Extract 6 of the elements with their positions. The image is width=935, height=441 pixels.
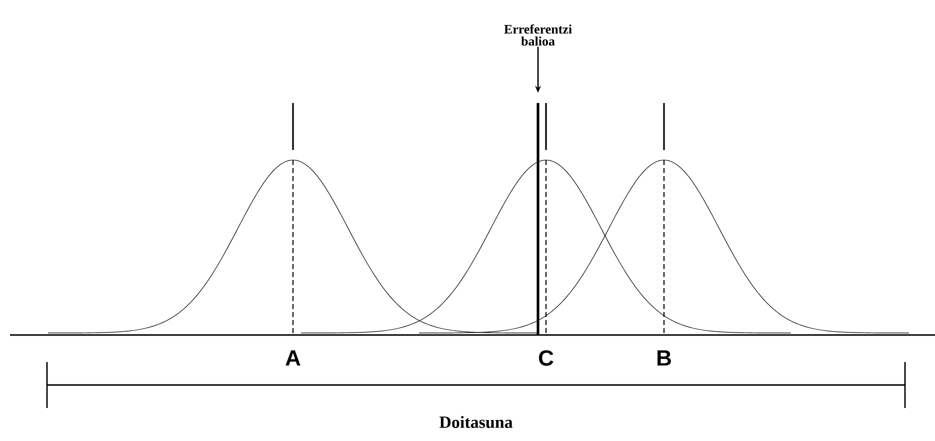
point-label: A xyxy=(286,350,300,366)
reference-label: Erreferentzi balioa xyxy=(504,24,572,46)
point-label: B xyxy=(658,350,671,366)
dimension-label: Doitasuna xyxy=(439,416,513,428)
point-label: C xyxy=(538,350,554,366)
reference-line xyxy=(536,103,540,335)
